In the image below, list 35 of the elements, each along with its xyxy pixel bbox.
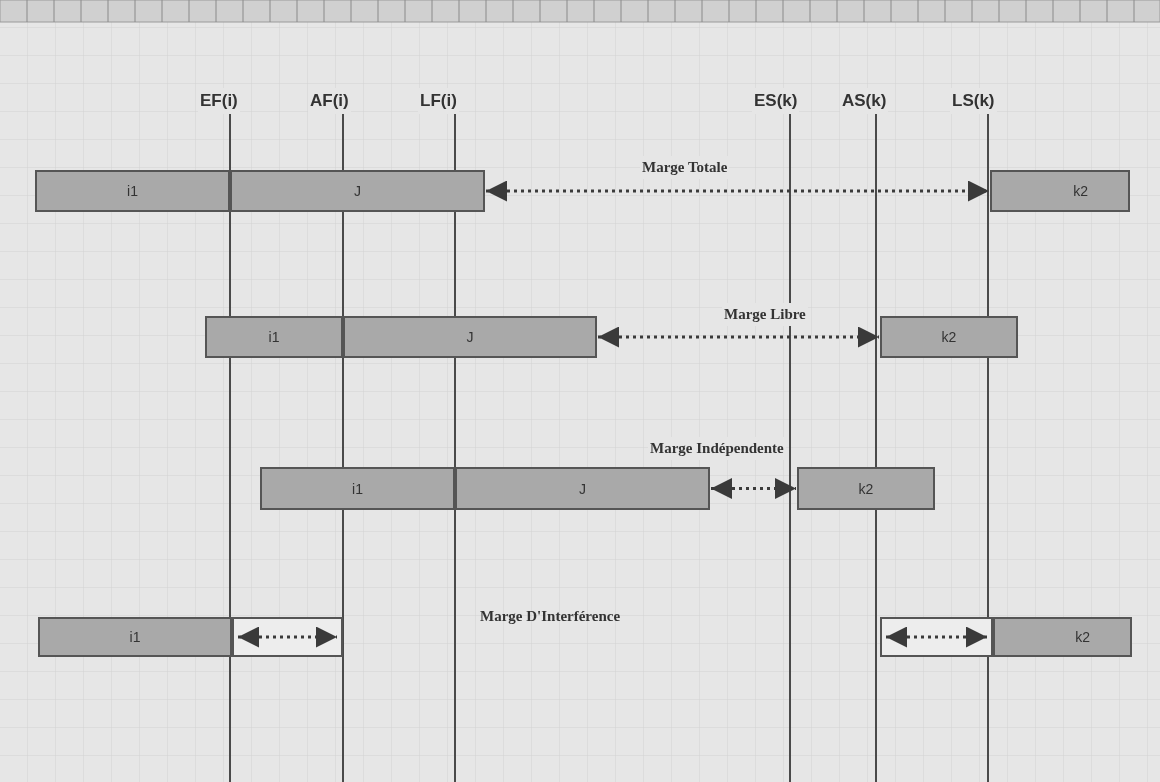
slack-arrow: [598, 326, 879, 348]
edge-label: Marge Indépendente: [648, 437, 786, 460]
task-label: k2: [1073, 182, 1088, 201]
task-bar: [260, 467, 455, 510]
task-bar: [990, 170, 1130, 212]
task-bar: [205, 316, 343, 358]
task-label: i1: [268, 328, 280, 347]
task-bar: [343, 316, 597, 358]
task-bar: [35, 170, 230, 212]
task-label: i1: [352, 479, 363, 499]
time-label: AF(i): [308, 88, 351, 114]
task-label: k2: [941, 328, 957, 347]
task-label: J: [354, 182, 361, 201]
task-label: i1: [127, 182, 138, 201]
slack-arrow: [486, 180, 989, 202]
task-bar: [38, 617, 232, 657]
task-bar: [230, 170, 485, 212]
slack-arrow: [711, 478, 796, 499]
time-label: LS(k): [950, 88, 997, 114]
task-label: k2: [1075, 628, 1090, 647]
task-bar: [880, 316, 1018, 358]
task-label: J: [579, 479, 586, 499]
task-label: k2: [858, 479, 874, 499]
margin-label: Marge D'Interférence: [480, 607, 621, 626]
task-bar: [993, 617, 1132, 657]
edge-label: Marge Libre: [722, 303, 808, 326]
task-bar: [455, 467, 710, 510]
task-bar: [797, 467, 935, 510]
time-label: ES(k): [752, 88, 800, 114]
edge-label: Marge Totale: [640, 156, 730, 179]
time-label: EF(i): [198, 88, 240, 114]
time-label: AS(k): [840, 88, 889, 114]
time-label: LF(i): [418, 88, 459, 114]
task-label: J: [466, 328, 474, 347]
task-label: i1: [129, 628, 141, 647]
